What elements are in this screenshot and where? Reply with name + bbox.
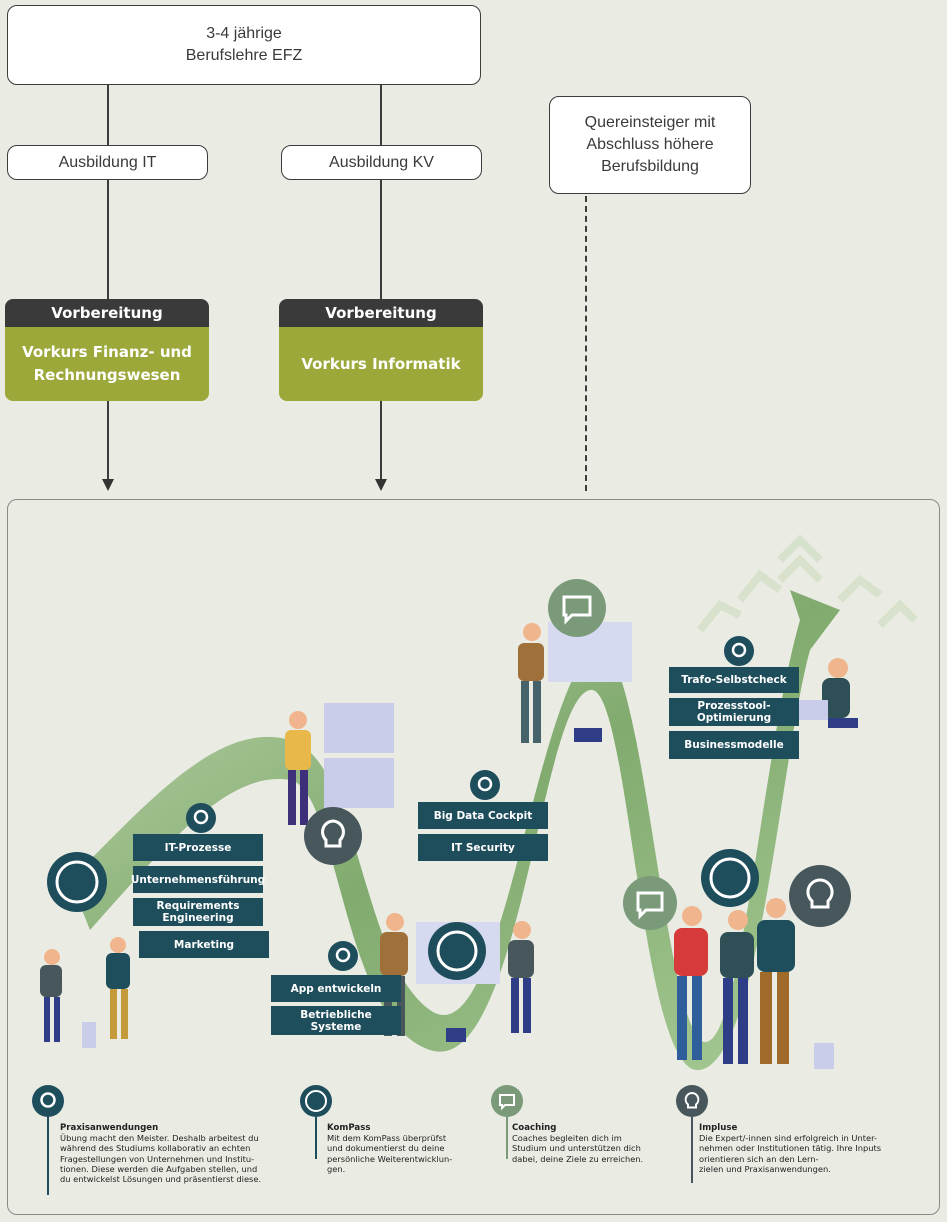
- lightbulb-icon: [304, 807, 362, 865]
- arrow-down-icon: [375, 479, 387, 491]
- dashed-connector: [585, 196, 587, 491]
- legend-line: [315, 1117, 317, 1159]
- vorbereitung-label: Vorbereitung: [279, 299, 483, 327]
- tag-prozesstool-optimierung: Prozesstool- Optimierung: [669, 698, 799, 726]
- pin-icon: [186, 803, 216, 833]
- legend-text-impulse: Die Expert/-innen sind erfolgreich in Un…: [699, 1133, 882, 1174]
- speech-bubble-icon: [623, 876, 677, 930]
- pin-icon: [724, 636, 754, 666]
- vorbereitung-informatik-card: Vorbereitung Vorkurs Informatik: [279, 299, 483, 401]
- tag-marketing: Marketing: [139, 931, 269, 958]
- ausbildung-it-box: Ausbildung IT: [7, 145, 208, 180]
- lightbulb-icon: [676, 1085, 708, 1117]
- legend-text-kompass: Mit dem KomPass überprüfst und dokumenti…: [327, 1133, 453, 1174]
- legend-title-coaching: Coaching: [512, 1123, 557, 1133]
- berufslehre-box: 3-4 jährige Berufslehre EFZ: [7, 5, 481, 85]
- tag-app-entwickeln: App entwickeln: [271, 975, 401, 1002]
- legend-title-praxisanwendungen: Praxisanwendungen: [60, 1123, 159, 1133]
- legend-title-impulse: Impluse: [699, 1123, 738, 1133]
- studium-frame: [7, 499, 940, 1215]
- pin-icon: [328, 941, 358, 971]
- compass-icon: [701, 849, 759, 907]
- compass-icon: [300, 1085, 332, 1117]
- compass-icon: [47, 852, 107, 912]
- connector-line: [380, 85, 382, 145]
- tag-betriebliche-systeme: Betriebliche Systeme: [271, 1006, 401, 1035]
- pin-icon: [32, 1085, 64, 1117]
- tag-requirements-engineering: Requirements Engineering: [133, 898, 263, 926]
- connector-line: [107, 401, 109, 479]
- legend-line: [506, 1117, 508, 1159]
- vorbereitung-finanz-card: Vorbereitung Vorkurs Finanz- und Rechnun…: [5, 299, 209, 401]
- connector-line: [107, 85, 109, 145]
- ausbildung-kv-box: Ausbildung KV: [281, 145, 482, 180]
- speech-bubble-icon: [491, 1085, 523, 1117]
- tag-big-data-cockpit: Big Data Cockpit: [418, 802, 548, 829]
- lightbulb-icon: [789, 865, 851, 927]
- pin-icon: [470, 770, 500, 800]
- tag-unternehmensfuehrung: Unternehmensführung: [131, 866, 265, 893]
- tag-it-security: IT Security: [418, 834, 548, 861]
- compass-icon: [428, 922, 486, 980]
- connector-line: [380, 401, 382, 479]
- connector-line: [380, 180, 382, 300]
- tag-trafo-selbstcheck: Trafo-Selbstcheck: [669, 667, 799, 693]
- legend-text-coaching: Coaches begleiten dich im Studium und un…: [512, 1133, 644, 1164]
- vorkurs-finanz-label: Vorkurs Finanz- und Rechnungswesen: [5, 327, 209, 401]
- connector-line: [107, 180, 109, 300]
- tag-it-prozesse: IT-Prozesse: [133, 834, 263, 861]
- legend-text-praxisanwendungen: Übung macht den Meister. Deshalb arbeite…: [60, 1133, 262, 1185]
- legend-line: [691, 1117, 693, 1183]
- legend-title-kompass: KomPass: [327, 1123, 371, 1133]
- speech-bubble-icon: [548, 579, 606, 637]
- vorkurs-informatik-label: Vorkurs Informatik: [279, 327, 483, 401]
- legend-line: [47, 1117, 49, 1195]
- quereinsteiger-box: Quereinsteiger mit Abschluss höhere Beru…: [549, 96, 751, 194]
- vorbereitung-label: Vorbereitung: [5, 299, 209, 327]
- arrow-down-icon: [102, 479, 114, 491]
- tag-businessmodelle: Businessmodelle: [669, 731, 799, 759]
